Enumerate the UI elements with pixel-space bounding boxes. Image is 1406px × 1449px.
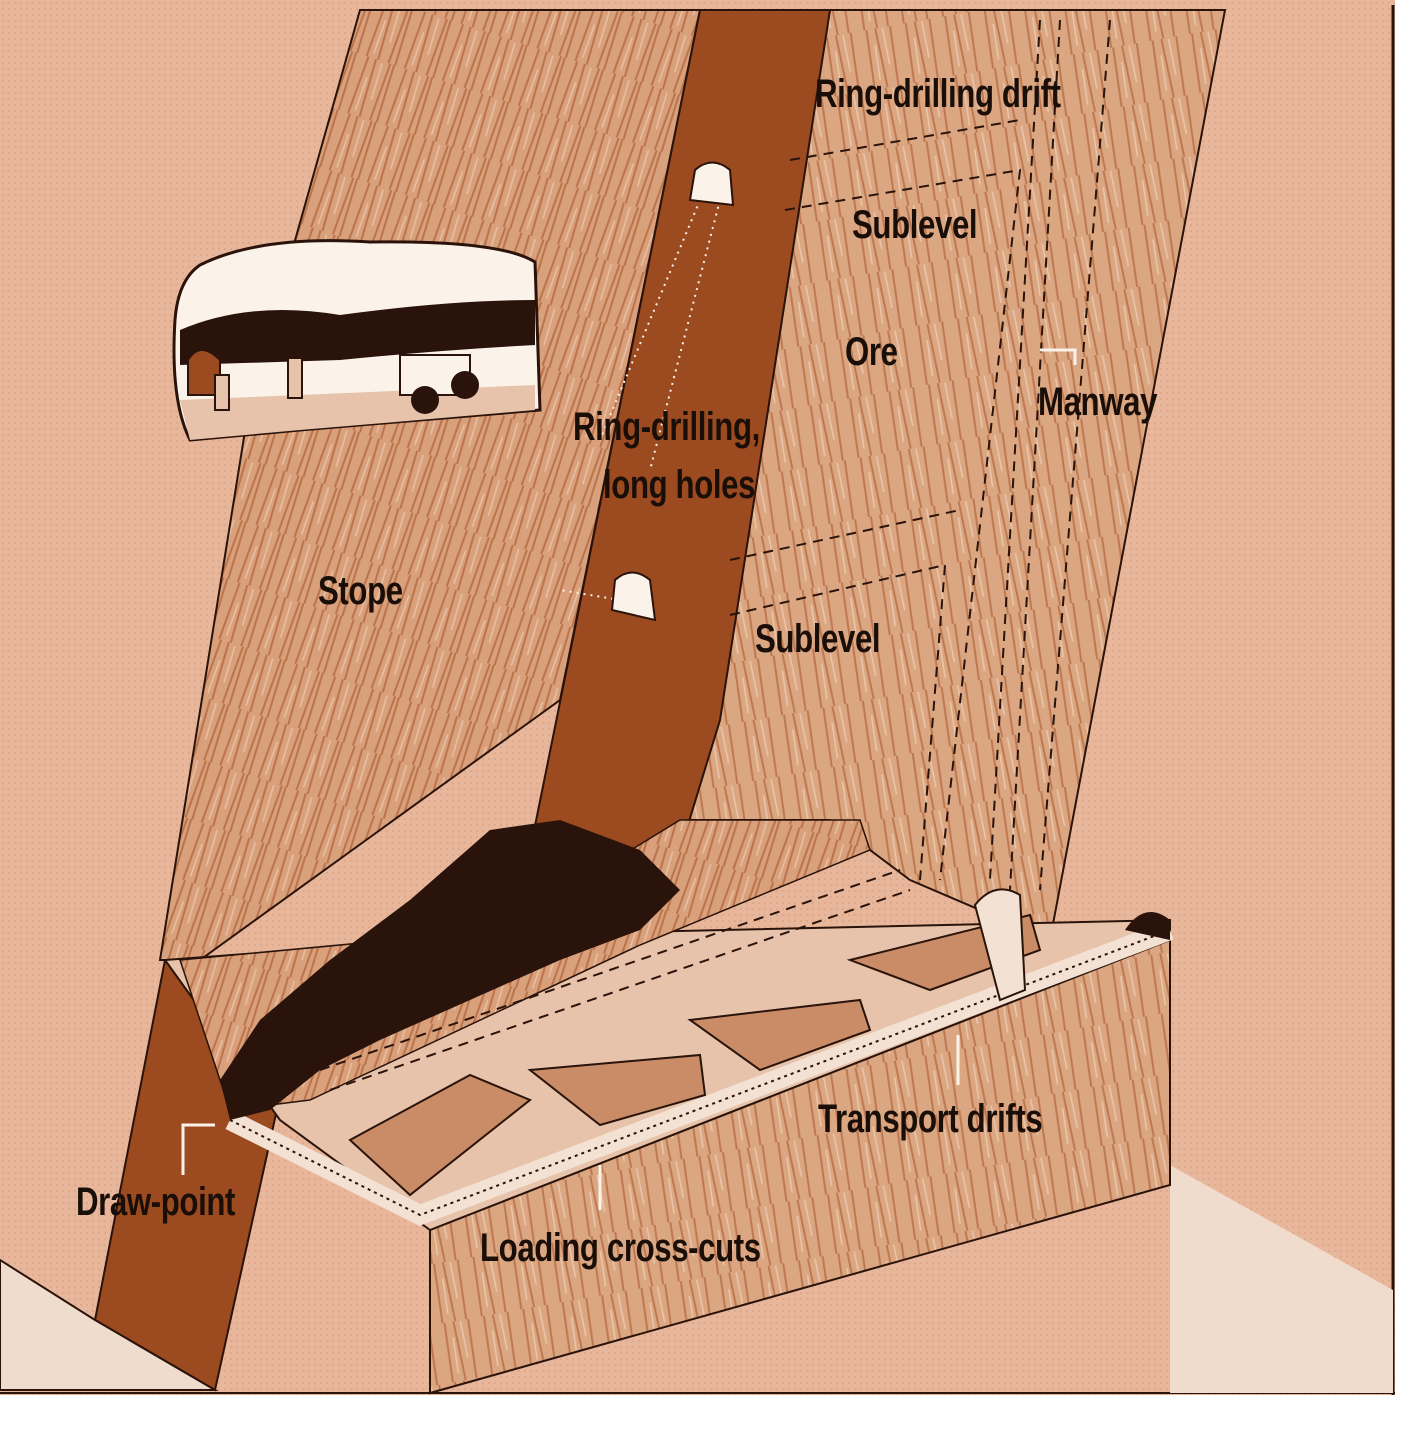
manway-shaft [973,888,1027,1002]
inset-tunnel-view [172,239,542,442]
sublevel-opening-lower [610,571,657,622]
drill-holes [559,199,721,601]
label-sublevel-lower: Sublevel [755,617,881,661]
broken-ore-pile [220,820,680,1120]
label-stope: Stope [318,569,403,613]
label-ring-drilling-drift: Ring-drilling drift [815,72,1061,116]
label-ring-drilling-long-holes-1: Ring-drilling, [573,405,760,449]
leader-lines [181,348,1077,1210]
label-transport-drifts: Transport drifts [818,1097,1043,1141]
label-ore: Ore [845,330,898,374]
label-sublevel-upper: Sublevel [852,203,978,247]
label-loading-cross-cuts: Loading cross-cuts [480,1226,761,1270]
development-dashes [319,19,1111,1091]
label-draw-point: Draw-point [76,1180,236,1224]
label-manway: Manway [1038,380,1158,424]
sublevel-opening-upper [688,161,735,207]
label-ring-drilling-long-holes-2: long holes [603,463,756,507]
loading-crosscuts [348,913,1042,1197]
